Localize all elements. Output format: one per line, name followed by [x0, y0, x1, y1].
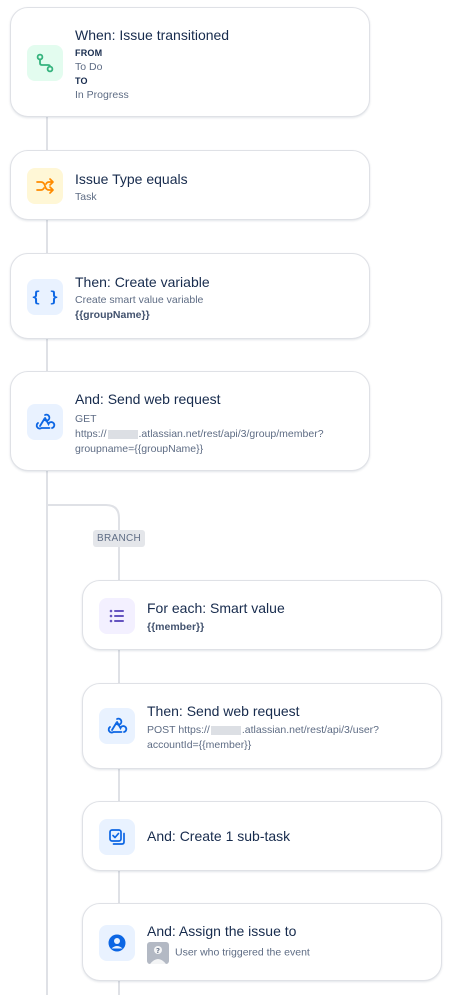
from-value: To Do [75, 61, 103, 73]
branch-web-request-card[interactable]: Then: Send web request POST https:// .atl… [82, 683, 442, 769]
assign-issue-card[interactable]: And: Assign the issue to ? User who trig… [82, 903, 442, 981]
condition-title: Issue Type equals [75, 171, 188, 187]
web-request-url-line2: groupname={{groupName}} [75, 443, 204, 455]
branch-badge: BRANCH [93, 530, 146, 547]
git-branch-icon [27, 45, 63, 81]
url-prefix: https:// [75, 428, 107, 440]
branch-web-request-url-line2: accountId={{member}} [147, 739, 252, 751]
webhook-icon [99, 708, 135, 744]
branch-connector [47, 504, 120, 995]
assignee-row: ? User who triggered the event [147, 942, 310, 964]
branch-web-request-url: POST https:// .atlassian.net/rest/api/3/u… [147, 723, 379, 738]
web-request-method: GET [75, 413, 97, 425]
create-subtask-title: And: Create 1 sub-task [147, 828, 291, 844]
for-each-value: {{member}} [147, 621, 205, 633]
create-variable-detail: Create smart value variable [75, 294, 204, 306]
url-suffix: .atlassian.net/rest/api/3/user? [241, 724, 380, 736]
trigger-title: When: Issue transitioned [75, 27, 230, 43]
main-connector-line [46, 117, 48, 995]
svg-text:?: ? [156, 947, 160, 955]
redacted-domain [210, 725, 241, 735]
to-value: In Progress [75, 89, 129, 101]
web-request-title: And: Send web request [75, 391, 221, 407]
trigger-card[interactable]: When: Issue transitioned FROM To Do TO I… [10, 7, 370, 117]
branch-web-request-title: Then: Send web request [147, 703, 300, 719]
assignee-label: User who triggered the event [175, 946, 310, 959]
braces-icon: { } [27, 279, 63, 315]
webhook-icon [27, 404, 63, 440]
to-label: TO [75, 76, 88, 86]
condition-detail: Task [75, 191, 97, 203]
for-each-title: For each: Smart value [147, 600, 285, 616]
from-label: FROM [75, 48, 103, 58]
shuffle-icon [27, 168, 63, 204]
redacted-domain [107, 429, 138, 439]
assign-issue-title: And: Assign the issue to [147, 923, 297, 939]
create-variable-card[interactable]: { } Then: Create variable Create smart v… [10, 253, 370, 339]
list-icon [99, 598, 135, 634]
create-variable-title: Then: Create variable [75, 274, 210, 290]
default-avatar-icon: ? [147, 942, 169, 964]
create-subtask-card[interactable]: And: Create 1 sub-task [82, 801, 442, 871]
send-web-request-card[interactable]: And: Send web request GET https:// .atlas… [10, 371, 370, 471]
web-request-url: https:// .atlassian.net/rest/api/3/group/… [75, 427, 324, 442]
condition-card[interactable]: Issue Type equals Task [10, 150, 370, 220]
user-icon [99, 925, 135, 961]
subtask-icon [99, 819, 135, 855]
url-prefix: POST https:// [147, 724, 210, 736]
variable-name: {{groupName}} [75, 309, 150, 321]
url-suffix: .atlassian.net/rest/api/3/group/member? [138, 428, 324, 440]
for-each-card[interactable]: For each: Smart value {{member}} [82, 580, 442, 650]
